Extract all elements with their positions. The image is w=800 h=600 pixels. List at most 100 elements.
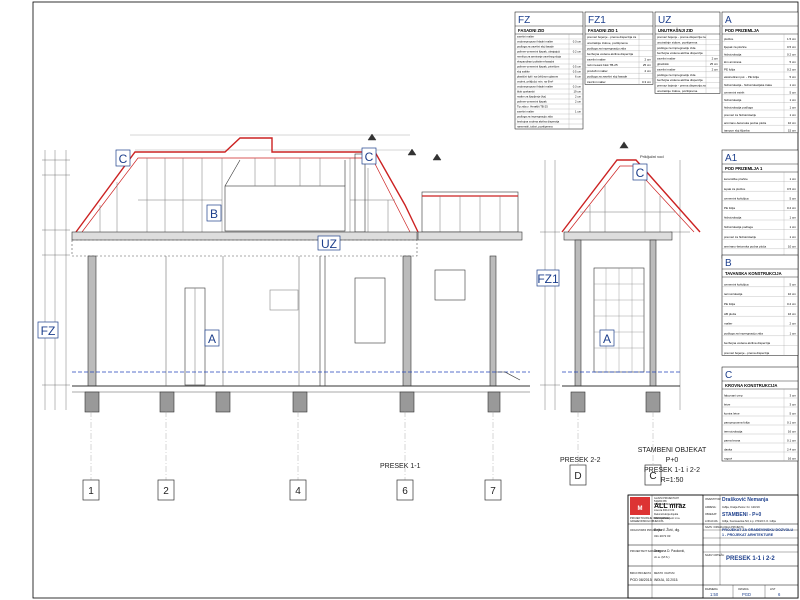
legend-row-label: bezbojna vodena akrilna disperzija: [657, 51, 703, 55]
svg-text:C: C: [365, 150, 374, 164]
legend-row-value: 1 cm: [575, 110, 582, 114]
legend-row-label: malter za lijepljenje (ka): [517, 95, 546, 99]
license-line1: 542284 665: [654, 500, 667, 503]
legend-row-value: 1 cm: [789, 106, 796, 110]
legend-row-value: 0.5 cm: [787, 45, 797, 49]
object-label: OBJEKAT:: [705, 512, 717, 516]
legend-row-label: cementni košuljica: [724, 196, 749, 200]
axis-label: 1: [88, 486, 94, 497]
svg-text:A: A: [603, 332, 611, 346]
legend-row-label: armirano-betonska podna ploča: [724, 121, 767, 125]
legend-row-value: 16 cm: [788, 457, 797, 461]
legend-row-label: hidroizolacija podloga: [724, 106, 753, 110]
legend-row-value: 0.5 cm: [787, 187, 797, 191]
legend-row-value: 3 cm: [789, 394, 796, 398]
label-presek-1-1: PRESEK 1-1: [380, 463, 421, 470]
license-line3: Licenca 300 A 6 00: [654, 509, 675, 512]
legend-row-value: 16 cm: [788, 430, 797, 434]
legend-row-label: polimer-cementni lijepak, ubrajajući: [517, 50, 560, 54]
scale-value: 1:50: [710, 592, 719, 597]
legend-row-value: 1 cm: [789, 83, 796, 87]
legend-row-value: 5 cm: [789, 90, 796, 94]
legend-row-value: 25 cm: [643, 63, 652, 67]
legend-title: FASADNI ZID 1: [588, 28, 618, 33]
legend-row-label: premaz za hidroizolaciju: [724, 113, 757, 117]
logo-text: ALL mraz: [654, 503, 686, 510]
legend-row-value: 0.1 cm: [787, 439, 797, 443]
svg-text:A: A: [208, 332, 216, 346]
legend-row-value: 2 cm: [712, 67, 719, 71]
axis-grid: [90, 400, 654, 480]
legend-row-label: podloga za završni sloj fasade: [587, 74, 628, 78]
legend-row-label: završni malter: [517, 35, 534, 39]
legend-row-label: parna brana: [724, 439, 741, 443]
legend-row-value: 10 cm: [788, 292, 797, 296]
legend-row-label: ekspandirani polistiren-fasadni: [517, 60, 555, 64]
location-label: LOKACIJA:: [705, 519, 719, 523]
designer-label: ODGOVORNI PROJEKTANT: [630, 528, 664, 532]
legend-row-value: 5 cm: [789, 282, 796, 286]
tag-b: B: [206, 204, 222, 222]
legend-row-value: 5 cm: [789, 412, 796, 416]
legend-row-label: razni tesani blok TB-25: [587, 63, 618, 67]
section-labels: PRESEK 1-1 PRESEK 2-2 STAMBENI OBJEKAT P…: [380, 154, 707, 484]
project-number-value: PGD 08/2015: [630, 578, 652, 582]
axis-marker-2: 2: [157, 479, 175, 501]
axis-marker-d: D: [569, 464, 587, 486]
legend-row-label: unutrašnje zidove, pozitiprema: [587, 41, 628, 45]
legend-row-value: 0.2 cm: [787, 206, 797, 210]
drawer-value: Dragana D. Pauković,: [654, 549, 685, 553]
axis-marker-c: C: [644, 464, 662, 486]
drawer-label: PROJEKTANT SARADNIK: [630, 549, 661, 553]
legend-row-value: 2 cm: [644, 69, 651, 73]
legend-code: FZ1: [588, 15, 606, 26]
legend-row-label: bezbojna vodena akrilna disperzija: [587, 52, 633, 56]
legend-row-label: pločice: [724, 37, 734, 41]
tag-fz1: FZ1: [536, 269, 560, 287]
legend-row-label: malter: [724, 322, 732, 326]
legend-row-label: premaz za hidroizolaciju: [724, 235, 757, 239]
legend-row-value: 25 cm: [710, 62, 719, 66]
legend-row-label: blok opekarski: [517, 90, 535, 94]
legend-title: FASADNI ZID: [518, 28, 544, 33]
tag-c-right: C: [361, 147, 377, 165]
axis-label: C: [649, 471, 656, 482]
legend-row-label: cementni estrih: [724, 90, 745, 94]
legend-row-label: PE folija: [724, 206, 735, 210]
legend-row-value: 1 cm: [789, 98, 796, 102]
legend-title: KROVNA KONSTRUKCIJA: [725, 383, 777, 388]
legend-row-label: polimer-cementni lijepak, privršćen: [517, 65, 560, 69]
legend-row-label: lijepak za pločice: [724, 45, 747, 49]
address-label: ADRESA:: [705, 505, 717, 509]
axis-marker-6: 6: [396, 479, 414, 501]
legend-row-label: Tip zida z. Heraklit TB-25: [517, 105, 548, 109]
legend-row-label: završni malter: [517, 110, 534, 114]
legend-row-label: produžni malter: [587, 69, 608, 73]
legend-row-label: sloj zaštite: [517, 70, 530, 74]
project-number-label: BROJ PROJEKTA: [630, 571, 651, 575]
legend-row-value: 2 cm: [575, 100, 582, 104]
legend-row-value: 0.5 cm: [573, 70, 582, 74]
legend-row-value: 0.5 cm: [573, 65, 582, 69]
legend-row-label: PE folija: [724, 302, 735, 306]
legend-row-value: 3 cm: [789, 403, 796, 407]
axis-label: 6: [402, 486, 408, 497]
legend-row-label: termoizolacija: [724, 292, 743, 296]
legend-row-label: hidroizolacija podloga: [724, 225, 753, 229]
legend-row-value: 2 cm: [575, 95, 582, 99]
sheet-name-label: NAZIV CRTEŽA:: [705, 552, 725, 557]
legend-code: B: [725, 258, 732, 269]
svg-text:UZ: UZ: [321, 237, 337, 251]
tag-uz: UZ: [317, 235, 341, 251]
legend-row-label: tampon sloj šljunka: [724, 128, 750, 132]
legend-row-value: 5 cm: [789, 60, 796, 64]
label-presek-2-2: PRESEK 2-2: [560, 457, 601, 464]
head-label: GLAVNI PROJEKTANT: [654, 497, 679, 500]
tag-fz: FZ: [37, 321, 59, 339]
legend-row-label: premaz bojenje - prema disperzija za: [657, 84, 706, 88]
legend-row-label: cementni košuljica: [724, 282, 749, 286]
axis-marker-4: 4: [289, 479, 307, 501]
